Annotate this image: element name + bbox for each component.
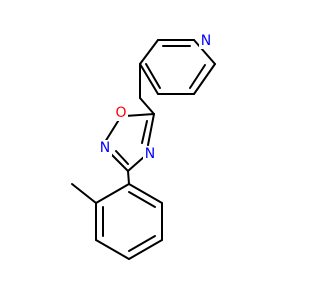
bond bbox=[128, 183, 163, 204]
atom-n2: N bbox=[98, 140, 112, 156]
double-bond-inner bbox=[128, 191, 156, 208]
bond bbox=[127, 170, 130, 185]
bond bbox=[127, 155, 146, 172]
atom-label-n: N bbox=[100, 140, 110, 156]
label-background bbox=[114, 105, 128, 121]
bond bbox=[139, 39, 159, 65]
bond bbox=[139, 63, 159, 95]
atom-label-n: N bbox=[201, 33, 211, 49]
bond bbox=[193, 63, 216, 95]
double-bond-inner bbox=[189, 64, 206, 89]
atom-n-pyridine: N bbox=[199, 33, 213, 49]
phenyl-ring bbox=[95, 183, 163, 260]
label-background bbox=[143, 146, 157, 162]
bond bbox=[193, 39, 216, 65]
methyl-bond bbox=[71, 183, 97, 204]
bond bbox=[104, 117, 121, 143]
atom-o: O bbox=[114, 105, 128, 121]
double-bond-inner bbox=[141, 120, 148, 144]
bond bbox=[95, 183, 130, 204]
atom-n4: N bbox=[143, 146, 157, 162]
oxadiazole-ring bbox=[104, 113, 155, 172]
label-background bbox=[199, 33, 213, 49]
molecule-structure: N O N N bbox=[71, 33, 216, 260]
double-bond-inner bbox=[115, 150, 129, 165]
atom-label-n: N bbox=[145, 146, 155, 162]
atom-label-o: O bbox=[115, 105, 126, 121]
label-background bbox=[98, 140, 112, 156]
double-bond-inner bbox=[128, 235, 156, 252]
bond bbox=[95, 239, 130, 260]
bond bbox=[109, 152, 129, 172]
double-bond-inner bbox=[145, 63, 161, 89]
bond bbox=[147, 113, 155, 146]
pyridine-ring bbox=[139, 39, 216, 95]
bond bbox=[139, 97, 155, 115]
bond bbox=[125, 113, 155, 117]
bond bbox=[128, 239, 163, 260]
